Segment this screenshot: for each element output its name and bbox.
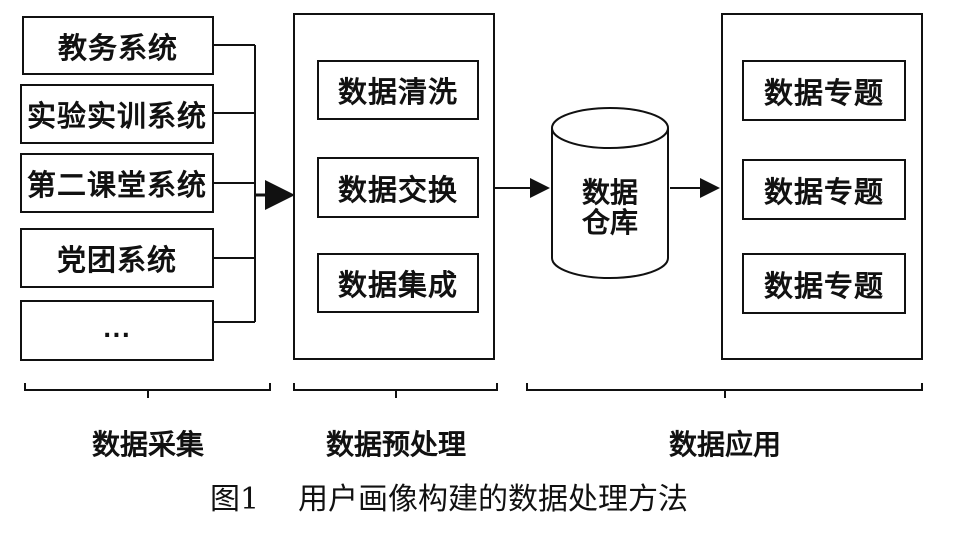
stage-label-preprocess: 数据预处理: [325, 428, 466, 461]
source-lab-training-system: 实验实训系统: [20, 84, 214, 144]
source-more: ...: [20, 300, 214, 361]
warehouse-label-line2: 仓库: [581, 206, 638, 239]
application-topic-1: 数据专题: [742, 60, 906, 121]
warehouse-cylinder: [551, 107, 669, 279]
stage-label-apply: 数据应用: [668, 428, 781, 461]
figure-title: 用户画像构建的数据处理方法: [298, 482, 688, 517]
figure-number: 图1: [210, 482, 260, 517]
application-topic-2: 数据专题: [742, 159, 906, 220]
application-topic-3: 数据专题: [742, 253, 906, 314]
preprocess-integration: 数据集成: [317, 253, 479, 313]
stage-label-collect: 数据采集: [91, 428, 204, 461]
warehouse-label-line1: 数据: [581, 176, 638, 209]
source-jiaowu-system: 教务系统: [22, 16, 214, 75]
preprocess-cleaning: 数据清洗: [317, 60, 479, 120]
preprocess-exchange: 数据交换: [317, 157, 479, 218]
source-second-classroom-system: 第二课堂系统: [20, 153, 214, 213]
source-party-league-system: 党团系统: [20, 228, 214, 288]
